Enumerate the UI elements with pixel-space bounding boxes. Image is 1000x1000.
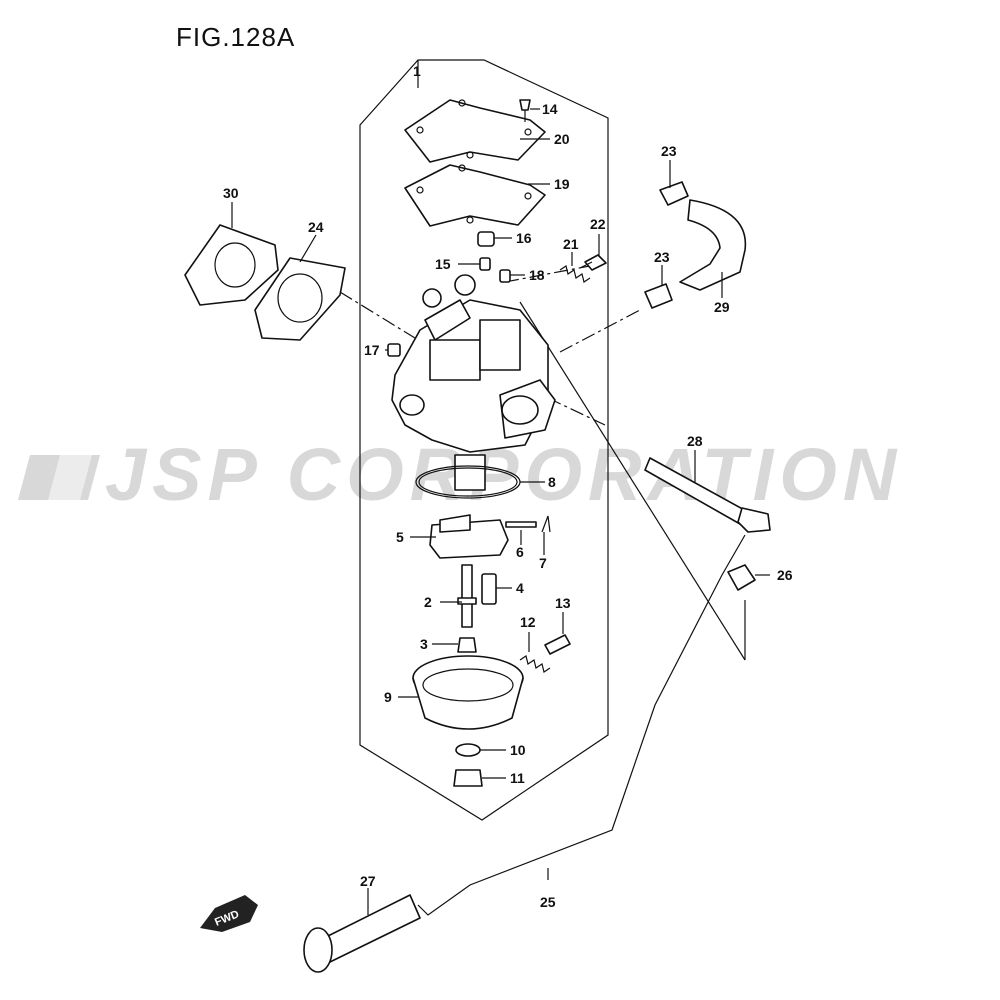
callout-28: 28 xyxy=(687,433,703,449)
callout-10: 10 xyxy=(510,742,526,758)
callout-25: 25 xyxy=(540,894,556,910)
choke-rod-25 xyxy=(417,534,746,916)
rod-clip-26 xyxy=(727,564,756,591)
jet-4 xyxy=(481,573,497,605)
float-pin-6 xyxy=(505,521,537,528)
float-bowl-9 xyxy=(412,655,524,730)
drain-screw-11 xyxy=(453,769,483,787)
screw-14 xyxy=(519,99,531,122)
callout-9: 9 xyxy=(384,689,392,705)
callout-labels: 1 2 3 4 5 6 7 8 9 10 11 12 13 14 15 16 1… xyxy=(223,63,793,910)
screw-22 xyxy=(579,254,607,271)
float-5 xyxy=(429,514,509,559)
jet-15 xyxy=(479,257,491,271)
callout-21: 21 xyxy=(563,236,579,252)
plug-16 xyxy=(477,231,495,247)
callout-4: 4 xyxy=(516,580,524,596)
callout-3: 3 xyxy=(420,636,428,652)
jet-17 xyxy=(387,343,401,357)
callout-16: 16 xyxy=(516,230,532,246)
callout-12: 12 xyxy=(520,614,536,630)
clip-7 xyxy=(541,515,551,533)
screw-13 xyxy=(544,634,571,655)
callout-30: 30 xyxy=(223,185,239,201)
callout-6: 6 xyxy=(516,544,524,560)
callout-2: 2 xyxy=(424,594,432,610)
main-nozzle-2 xyxy=(457,564,477,628)
callout-1: 1 xyxy=(413,63,421,79)
callout-5: 5 xyxy=(396,529,404,545)
gasket-10 xyxy=(455,743,481,757)
spring-12 xyxy=(519,655,551,673)
insulator-30 xyxy=(184,224,279,306)
leader-lines xyxy=(231,108,770,915)
carburetor-body xyxy=(391,274,556,491)
callout-24: 24 xyxy=(308,219,324,235)
callout-23-top: 23 xyxy=(661,143,677,159)
hose-clamp-23-top xyxy=(659,181,689,206)
assembly-boundary xyxy=(359,59,609,821)
watermark-logo xyxy=(18,455,100,500)
callout-22: 22 xyxy=(590,216,606,232)
callout-23-bottom: 23 xyxy=(654,249,670,265)
bolt-28 xyxy=(644,457,771,533)
choke-knob-27 xyxy=(303,894,421,973)
gasket-24 xyxy=(254,257,346,341)
callout-18: 18 xyxy=(529,267,545,283)
callout-20: 20 xyxy=(554,131,570,147)
callout-14: 14 xyxy=(542,101,558,117)
diaphragm-gasket-20 xyxy=(404,99,546,163)
fwd-arrow-icon: FWD xyxy=(200,895,258,932)
callout-7: 7 xyxy=(539,555,547,571)
watermark: JSP CORPORATION xyxy=(18,433,896,516)
spring-21 xyxy=(559,265,591,283)
callout-15: 15 xyxy=(435,256,451,272)
callout-27: 27 xyxy=(360,873,376,889)
figure-title: FIG.128A xyxy=(176,22,296,52)
hose-clamp-23-bottom xyxy=(644,283,673,309)
callout-17: 17 xyxy=(364,342,380,358)
callout-13: 13 xyxy=(555,595,571,611)
fuel-hose-29 xyxy=(679,199,747,291)
jet-18 xyxy=(499,269,511,283)
callout-11: 11 xyxy=(510,770,525,786)
main-jet-3 xyxy=(457,637,477,653)
callout-29: 29 xyxy=(714,299,730,315)
diaphragm-gasket-19 xyxy=(404,164,546,227)
callout-8: 8 xyxy=(548,474,556,490)
callout-19: 19 xyxy=(554,176,570,192)
callout-26: 26 xyxy=(777,567,793,583)
